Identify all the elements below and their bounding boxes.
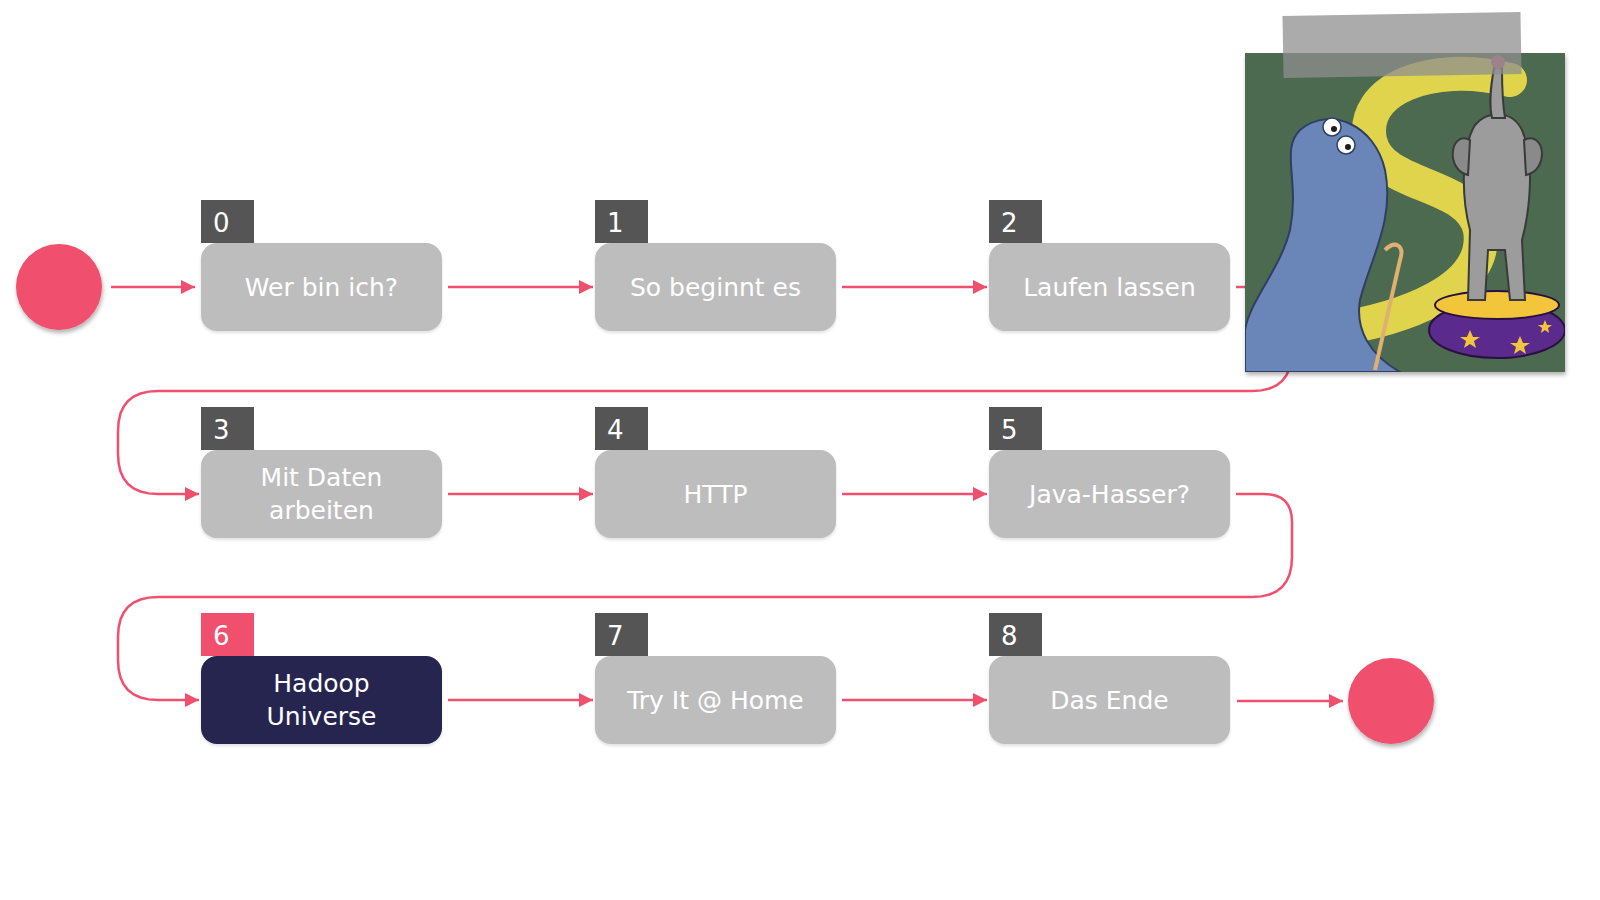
step-label: Java-Hasser?	[1029, 478, 1190, 511]
step-label: So beginnt es	[630, 271, 801, 304]
process-box: 4HTTP	[595, 407, 836, 538]
star	[1538, 320, 1552, 333]
step-label: Das Ende	[1050, 684, 1168, 717]
end-arrow	[1237, 700, 1343, 703]
step-number: 0	[201, 200, 254, 243]
pedestal-top	[1435, 291, 1559, 319]
flow-arrow	[842, 286, 987, 289]
step-box: Laufen lassen	[989, 243, 1230, 331]
whale-pupil	[1331, 126, 1337, 132]
process-box: 2Laufen lassen	[989, 200, 1230, 331]
step-box: Mit Daten arbeiten	[201, 450, 442, 538]
process-box: 7Try It @ Home	[595, 613, 836, 744]
flow-arrow	[842, 699, 987, 702]
star	[1510, 336, 1530, 354]
step-box: HTTP	[595, 450, 836, 538]
step-number: 5	[989, 407, 1042, 450]
step-label: Hadoop Universe	[215, 667, 428, 733]
whale-eye	[1323, 118, 1341, 136]
whale	[1245, 119, 1400, 372]
step-number: 6	[201, 613, 254, 656]
step-box: Java-Hasser?	[989, 450, 1230, 538]
star	[1460, 330, 1480, 348]
flow-arrow	[842, 493, 987, 496]
tape	[1282, 12, 1521, 78]
picture-ground	[1245, 53, 1565, 372]
step-label: Wer bin ich?	[245, 271, 398, 304]
step-number: 2	[989, 200, 1042, 243]
step-box: Hadoop Universe	[201, 656, 442, 744]
end-circle	[1348, 658, 1434, 744]
step-box: Try It @ Home	[595, 656, 836, 744]
process-box: 8Das Ende	[989, 613, 1230, 744]
step-number: 3	[201, 407, 254, 450]
whale-eye	[1337, 136, 1355, 154]
process-box: 1 So beginnt es	[595, 200, 836, 331]
elephant	[1464, 114, 1530, 300]
step-number: 8	[989, 613, 1042, 656]
step-label: Mit Daten arbeiten	[215, 461, 428, 527]
process-box: 3Mit Daten arbeiten	[201, 407, 442, 538]
flow-arrow	[448, 493, 593, 496]
elephant-trunk	[1490, 68, 1505, 118]
process-box: 6Hadoop Universe	[201, 613, 442, 744]
whale-pupil	[1345, 144, 1351, 150]
start-circle	[16, 244, 102, 330]
process-box: 5Java-Hasser?	[989, 407, 1230, 538]
step-label: Try It @ Home	[627, 684, 804, 717]
step-label: Laufen lassen	[1023, 271, 1196, 304]
step-number: 4	[595, 407, 648, 450]
elephant-ear	[1524, 138, 1542, 175]
step-box: So beginnt es	[595, 243, 836, 331]
step-number: 7	[595, 613, 648, 656]
whip	[1375, 245, 1401, 370]
step-box: Das Ende	[989, 656, 1230, 744]
start-arrow	[111, 286, 195, 289]
flow-arrow	[448, 699, 593, 702]
step-label: HTTP	[684, 478, 748, 511]
step-number: 1	[595, 200, 648, 243]
flow-arrow	[448, 286, 593, 289]
circus-illustration	[1245, 12, 1565, 372]
step-box: Wer bin ich?	[201, 243, 442, 331]
process-box: 0Wer bin ich?	[201, 200, 442, 331]
elephant-ear	[1453, 138, 1470, 175]
